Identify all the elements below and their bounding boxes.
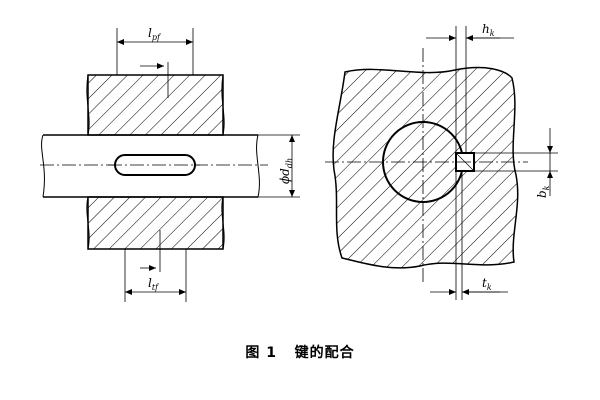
dimension-h-k: hk: [426, 22, 514, 153]
dimension-l-tf: ltf: [124, 230, 187, 302]
dimension-t-k: tk: [430, 171, 508, 300]
right-view: hk bk tk: [325, 22, 558, 300]
left-view: lpf ltf ϕddh: [40, 26, 300, 302]
hub-top-section: [87, 74, 224, 136]
svg-text:ϕddh: ϕddh: [278, 158, 294, 184]
dimension-b-k: bk: [474, 128, 558, 198]
dimension-l-pf: lpf: [116, 26, 194, 98]
svg-text:tk: tk: [482, 276, 492, 292]
figure-title: 键的配合: [294, 345, 355, 361]
figure-number: 图 1: [245, 345, 277, 361]
dimension-diameter: ϕddh: [258, 134, 300, 198]
svg-text:bk: bk: [535, 185, 551, 198]
svg-text:lpf: lpf: [148, 26, 162, 42]
hub-bottom-section: [87, 196, 224, 250]
svg-text:ltf: ltf: [148, 276, 160, 292]
shaft: [41, 134, 260, 198]
svg-text:hk: hk: [482, 22, 495, 38]
figure-caption: 图 1 键的配合: [0, 342, 600, 362]
